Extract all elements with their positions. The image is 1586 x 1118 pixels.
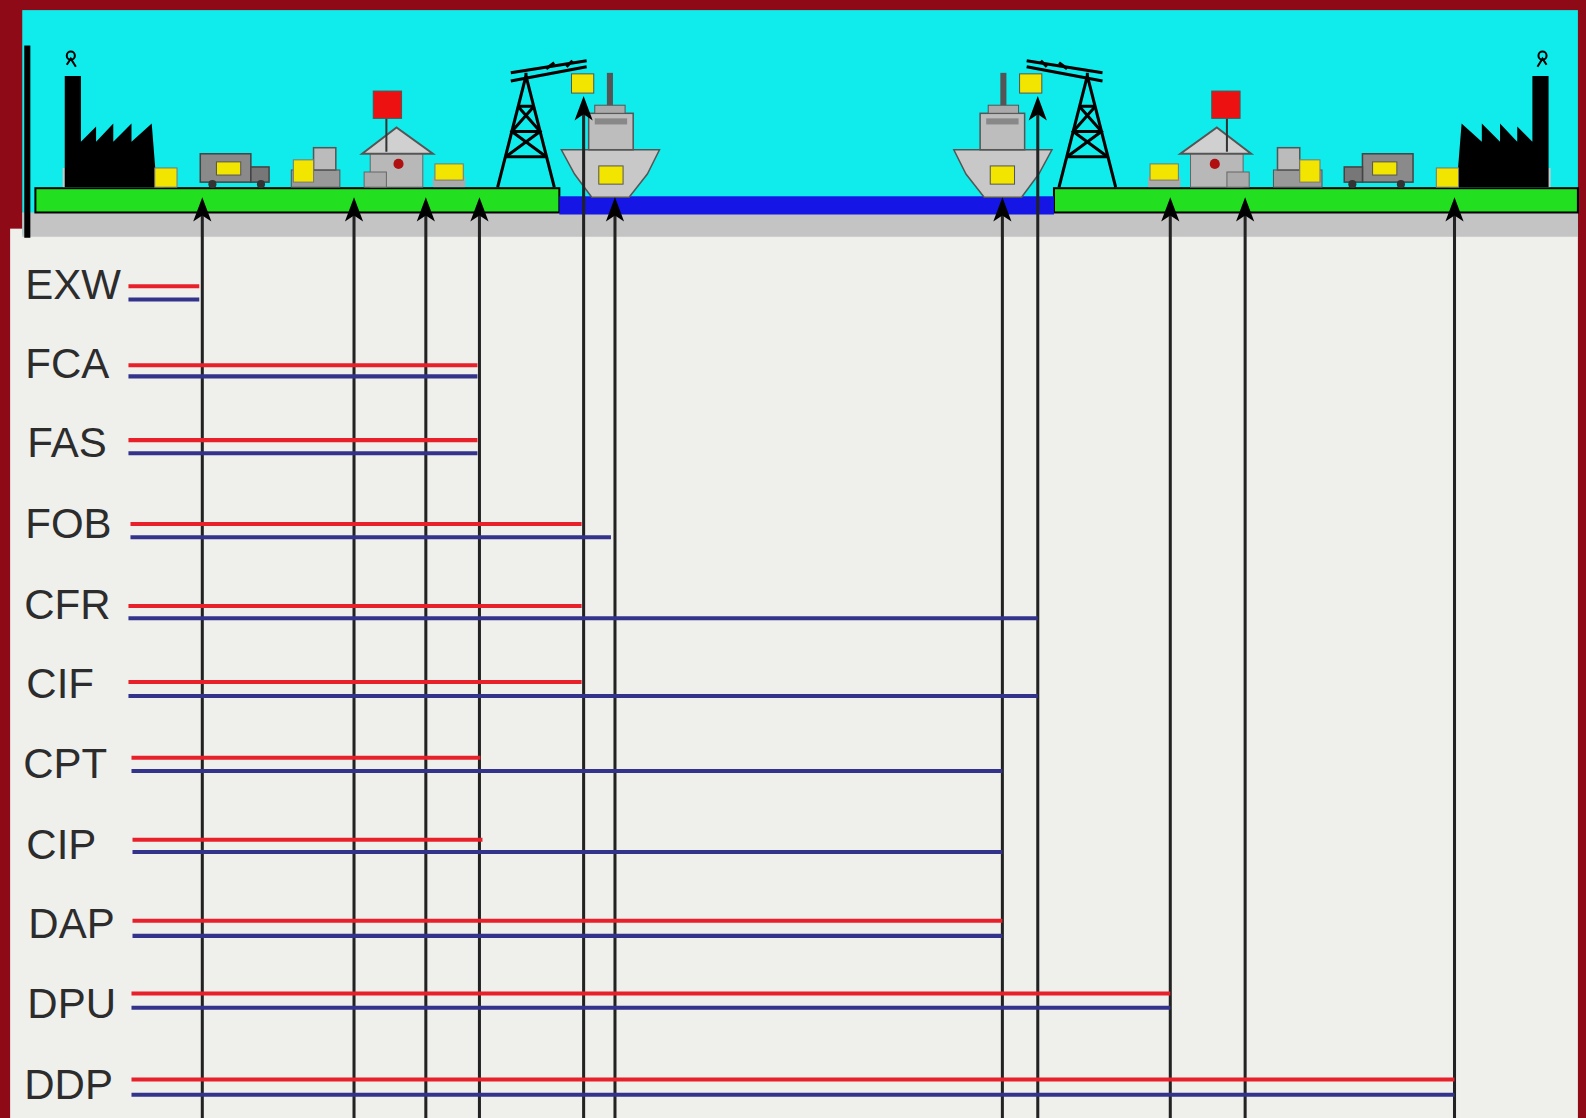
incoterm-label: DAP xyxy=(28,903,114,945)
incoterm-label: CIP xyxy=(26,824,96,866)
incoterm-label: FCA xyxy=(25,343,109,385)
incoterm-label: DPU xyxy=(27,983,116,1025)
incoterm-label: FOB xyxy=(25,503,111,545)
incoterm-label: CFR xyxy=(24,584,110,626)
incoterm-label: DDP xyxy=(24,1064,113,1106)
incoterm-label: EXW xyxy=(25,264,121,306)
incoterm-label: CPT xyxy=(23,743,107,785)
incoterm-label: CIF xyxy=(26,663,94,705)
incoterm-label: FAS xyxy=(27,422,106,464)
